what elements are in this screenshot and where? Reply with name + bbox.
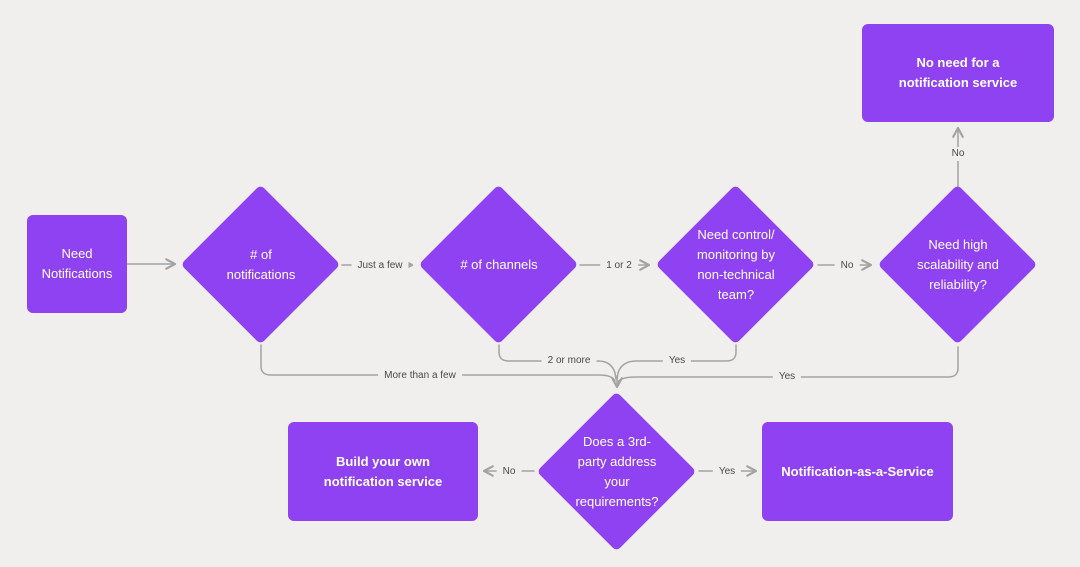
edge-label-no-control[interactable]: No [834, 259, 860, 273]
node-no-need-for-service[interactable]: No need for a notification service [862, 24, 1054, 122]
edge-label-1-or-2[interactable]: 1 or 2 [600, 259, 638, 273]
edge-label-2-or-more[interactable]: 2 or more [541, 354, 597, 368]
node-notification-as-a-service[interactable]: Notification-as-a-Service [762, 422, 953, 521]
edge-label-no-scalability[interactable]: No [945, 147, 971, 161]
node-label: # of notifications [226, 247, 296, 282]
node-number-of-notifications[interactable]: # of notifications [180, 184, 341, 345]
node-build-your-own[interactable]: Build your own notification service [288, 422, 478, 521]
node-label: Need control/ monitoring by non-technica… [696, 227, 776, 302]
edge-label-yes-scalability[interactable]: Yes [772, 370, 802, 384]
edge-label-just-a-few[interactable]: Just a few [351, 259, 409, 273]
edge-label-yes-third-party[interactable]: Yes [712, 465, 742, 479]
node-number-of-channels[interactable]: # of channels [418, 184, 579, 345]
edge-label-yes-control[interactable]: Yes [662, 354, 692, 368]
edge-label-no-third-party[interactable]: No [496, 465, 522, 479]
edge-label-more-than-a-few[interactable]: More than a few [378, 369, 462, 383]
node-label: # of channels [460, 257, 538, 272]
node-label: Need high scalability and reliability? [917, 237, 999, 292]
node-label: Does a 3rd- party address your requireme… [575, 434, 659, 509]
node-need-control-monitoring[interactable]: Need control/ monitoring by non-technica… [655, 184, 816, 345]
node-third-party-requirements[interactable]: Does a 3rd- party address your requireme… [536, 391, 697, 552]
node-need-notifications[interactable]: Need Notifications [27, 215, 127, 313]
node-need-scalability-reliability[interactable]: Need high scalability and reliability? [877, 184, 1038, 345]
